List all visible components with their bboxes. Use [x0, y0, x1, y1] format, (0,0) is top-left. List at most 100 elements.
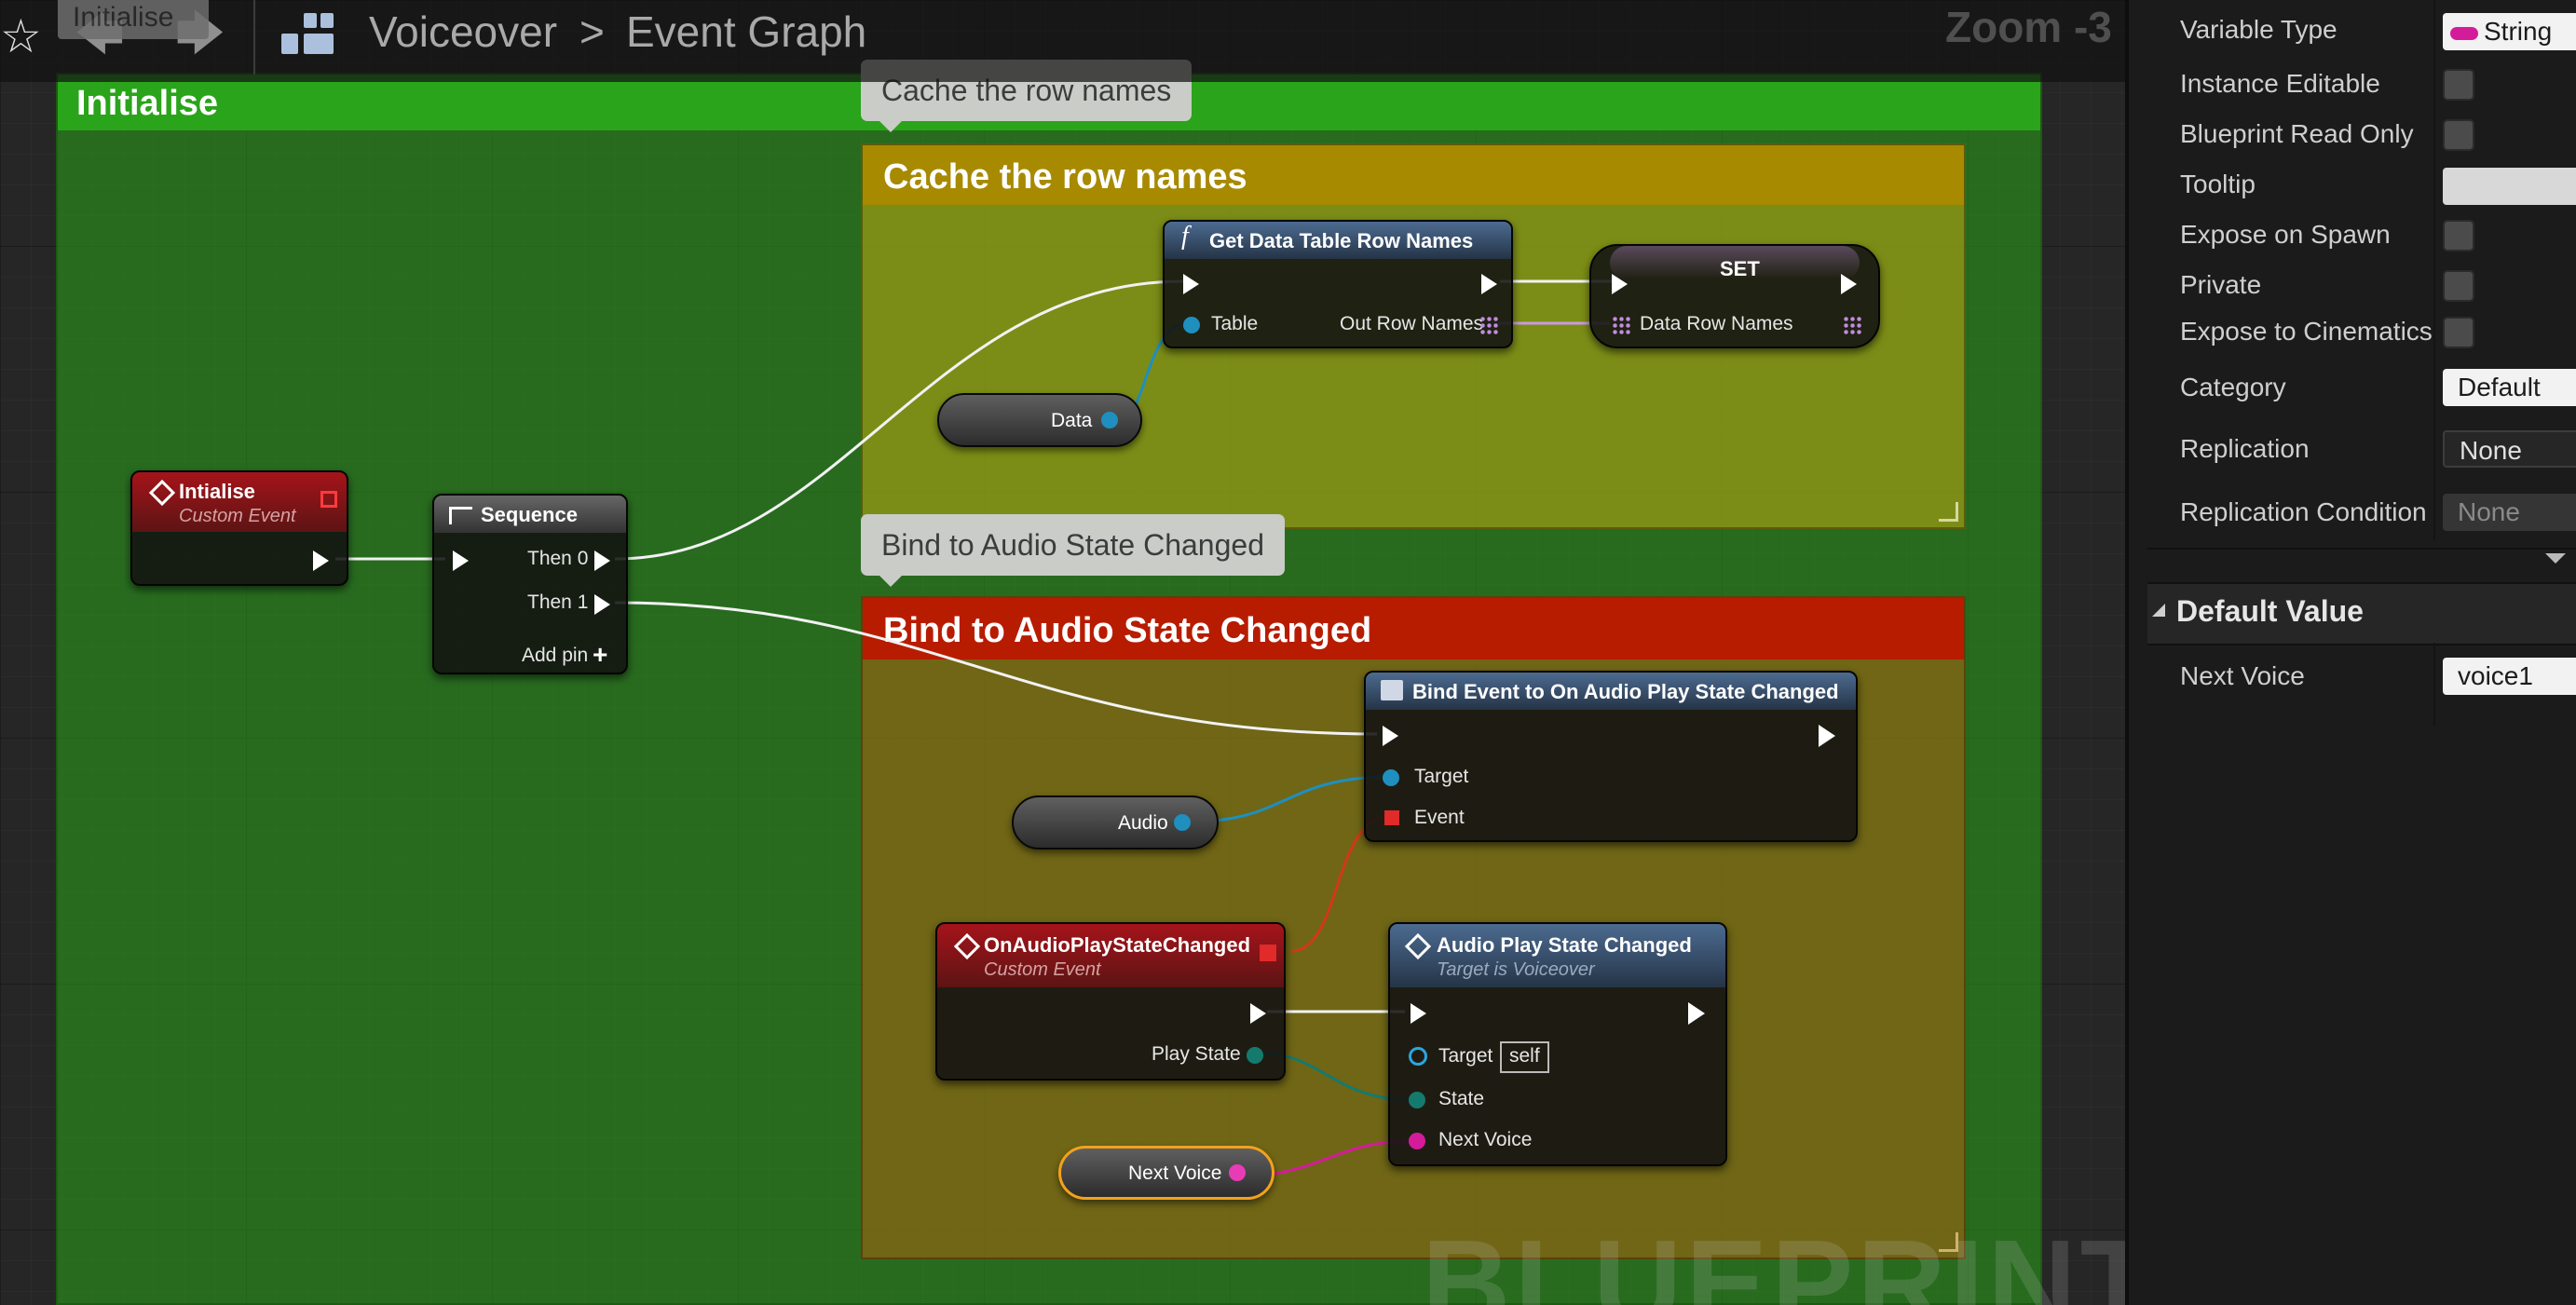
- exec-out-pin[interactable]: [1841, 274, 1860, 294]
- comment-bind-header[interactable]: Bind to Audio State Changed: [863, 598, 1964, 659]
- exec-out-then0[interactable]: [594, 551, 610, 571]
- tooltip-input[interactable]: [2443, 168, 2576, 205]
- delegate-pin[interactable]: [1260, 945, 1276, 961]
- expose-to-cinematics-checkbox[interactable]: [2443, 317, 2474, 348]
- breadcrumb-current[interactable]: Event Graph: [626, 7, 867, 56]
- comment-bind-bubble: Bind to Audio State Changed: [861, 514, 1285, 587]
- self-value-box[interactable]: self: [1500, 1041, 1549, 1073]
- node-header: [1390, 924, 1725, 987]
- array-out-pin[interactable]: [1479, 316, 1498, 334]
- add-pin-label[interactable]: Add pin: [522, 645, 589, 666]
- exec-out-pin[interactable]: [1819, 725, 1835, 747]
- node-title: Intialise: [179, 480, 255, 503]
- target-pin[interactable]: [1383, 769, 1399, 786]
- label-instance-editable: Instance Editable: [2180, 69, 2380, 98]
- event-pin[interactable]: [1384, 810, 1399, 825]
- breadcrumb-root[interactable]: Voiceover: [369, 7, 558, 56]
- node-title: Audio Play State Changed: [1437, 933, 1692, 957]
- bind-event-icon: [1381, 680, 1403, 700]
- data-out-pin[interactable]: [1101, 412, 1118, 428]
- pin-label-event: Event: [1414, 807, 1465, 828]
- variable-label: Audio: [1118, 812, 1168, 834]
- blueprint-graph-canvas[interactable]: Initialise Cache the row names Cache the…: [0, 0, 2125, 1305]
- delegate-pin[interactable]: [320, 491, 337, 508]
- variable-label: Next Voice: [1128, 1162, 1222, 1184]
- array-in-pin[interactable]: [1612, 316, 1630, 334]
- state-pin[interactable]: [1409, 1092, 1425, 1108]
- exec-out-then1[interactable]: [594, 594, 610, 615]
- pin-label-play-state: Play State: [1152, 1043, 1241, 1065]
- comment-cache-title: Cache the row names: [883, 157, 1247, 197]
- comment-bind-title: Bind to Audio State Changed: [883, 611, 1372, 650]
- comment-cache-header[interactable]: Cache the row names: [863, 145, 1964, 205]
- label-blueprint-read-only: Blueprint Read Only: [2180, 119, 2414, 148]
- variable-type-dropdown[interactable]: String: [2443, 13, 2576, 50]
- exec-out-pin[interactable]: [1250, 1003, 1266, 1024]
- node-audio-play-state-changed[interactable]: Audio Play State Changed Target is Voice…: [1388, 922, 1727, 1166]
- advanced-expand-icon[interactable]: [2545, 553, 2566, 564]
- play-state-pin[interactable]: [1247, 1047, 1263, 1064]
- initialise-tooltip: Initialise: [58, 0, 209, 39]
- node-header: [434, 496, 626, 533]
- next-voice-out-pin[interactable]: [1229, 1164, 1246, 1181]
- exec-in-pin[interactable]: [1383, 726, 1398, 746]
- exec-in-pin[interactable]: [1411, 1003, 1426, 1024]
- exec-in-pin[interactable]: [1183, 274, 1199, 294]
- add-pin-plus-icon[interactable]: +: [593, 640, 608, 669]
- category-combobox[interactable]: Default: [2443, 369, 2576, 406]
- expose-on-spawn-checkbox[interactable]: [2443, 220, 2474, 251]
- zoom-level: Zoom -3: [1945, 3, 2112, 51]
- node-initialise-event[interactable]: Intialise Custom Event: [130, 470, 348, 586]
- blueprint-graph-icon: [281, 13, 335, 56]
- label-private: Private: [2180, 270, 2262, 299]
- audio-out-pin[interactable]: [1174, 814, 1191, 831]
- exec-in-pin[interactable]: [453, 551, 469, 571]
- pin-label-target: Target: [1414, 766, 1469, 787]
- favorite-star-icon[interactable]: ☆: [0, 10, 42, 62]
- exec-in-pin[interactable]: [1612, 274, 1628, 294]
- node-sequence[interactable]: Sequence Then 0 Then 1 Add pin +: [432, 494, 628, 674]
- target-pin[interactable]: [1409, 1047, 1427, 1066]
- node-title: OnAudioPlayStateChanged: [984, 933, 1251, 957]
- instance-editable-checkbox[interactable]: [2443, 69, 2474, 101]
- replication-dropdown[interactable]: None: [2443, 430, 2576, 468]
- variable-type-value: String: [2484, 17, 2553, 46]
- array-out-pin[interactable]: [1843, 316, 1861, 334]
- variable-label: Data: [1051, 410, 1093, 431]
- node-on-audio-play-state-changed[interactable]: OnAudioPlayStateChanged Custom Event Pla…: [935, 922, 1286, 1081]
- variable-node-data[interactable]: Data: [937, 393, 1142, 447]
- variable-node-audio[interactable]: Audio: [1012, 795, 1219, 850]
- label-replication-condition: Replication Condition: [2180, 497, 2427, 526]
- node-header: [1165, 222, 1511, 259]
- node-set[interactable]: SET Data Row Names: [1589, 244, 1880, 348]
- resize-handle[interactable]: [1939, 1232, 1958, 1252]
- node-header: [132, 472, 347, 532]
- label-expose-on-spawn: Expose on Spawn: [2180, 220, 2391, 249]
- resize-handle[interactable]: [1939, 502, 1958, 522]
- node-get-data-table-row-names[interactable]: f Get Data Table Row Names Table Out Row…: [1163, 220, 1513, 348]
- node-title: Bind Event to On Audio Play State Change…: [1412, 680, 1839, 703]
- default-value-section-title: Default Value: [2176, 594, 2364, 628]
- exec-out-pin[interactable]: [1688, 1002, 1705, 1025]
- exec-out-pin[interactable]: [313, 551, 329, 571]
- blueprint-watermark: BLUEPRINT: [1422, 1215, 2125, 1305]
- details-column-divider[interactable]: [2433, 0, 2435, 540]
- exec-out-pin[interactable]: [1481, 274, 1497, 294]
- variable-node-next-voice[interactable]: Next Voice: [1058, 1146, 1274, 1200]
- next-voice-pin[interactable]: [1409, 1133, 1425, 1149]
- blueprint-read-only-checkbox[interactable]: [2443, 119, 2474, 151]
- pin-label-target: Target: [1438, 1045, 1493, 1067]
- collapse-triangle-icon[interactable]: [2152, 604, 2165, 617]
- label-tooltip: Tooltip: [2180, 170, 2256, 198]
- node-bind-event[interactable]: Bind Event to On Audio Play State Change…: [1364, 671, 1858, 842]
- private-checkbox[interactable]: [2443, 270, 2474, 302]
- pin-label-table: Table: [1211, 313, 1259, 334]
- pin-label-then1: Then 1: [527, 591, 589, 613]
- table-pin[interactable]: [1183, 317, 1200, 333]
- default-value-section-header[interactable]: [2147, 582, 2576, 646]
- pin-label-data-row-names: Data Row Names: [1640, 313, 1793, 334]
- label-expose-to-cinematics: Expose to Cinematics: [2180, 317, 2433, 346]
- details-column-divider-2[interactable]: [2433, 643, 2435, 727]
- next-voice-default-input[interactable]: voice1: [2443, 658, 2576, 695]
- node-subtitle: Target is Voiceover: [1437, 959, 1595, 980]
